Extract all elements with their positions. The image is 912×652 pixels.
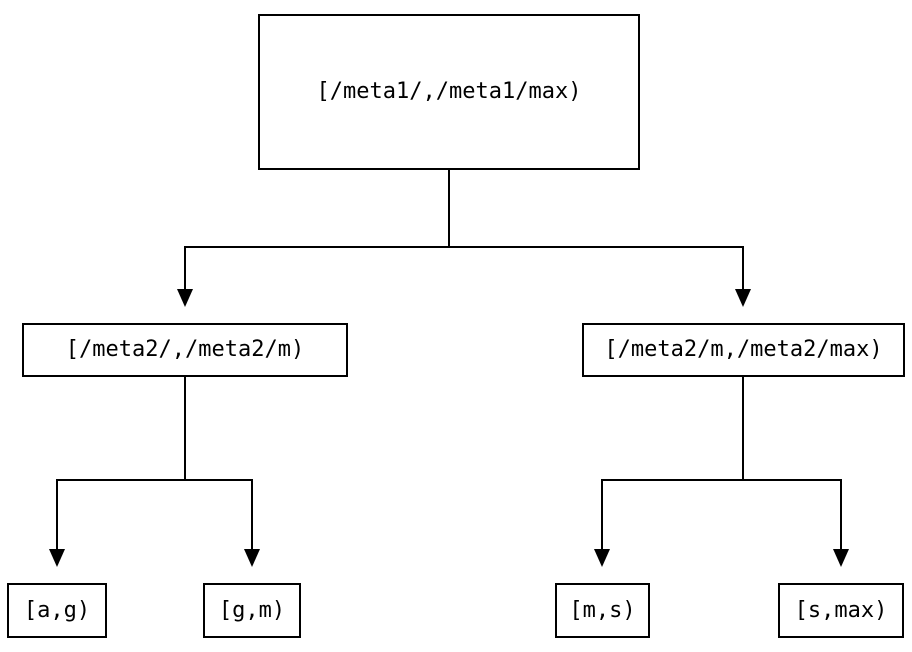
node-right: [/meta2/m,/meta2/max) — [582, 323, 905, 377]
node-right-label: [/meta2/m,/meta2/max) — [604, 337, 883, 362]
node-root-label: [/meta1/,/meta1/max) — [316, 79, 582, 104]
node-leaf-smax: [s,max) — [778, 583, 904, 638]
arrowhead-left-ag — [49, 549, 65, 567]
node-leaf-ag: [a,g) — [7, 583, 107, 638]
node-leaf-ms-label: [m,s) — [569, 597, 636, 623]
node-leaf-gm-label: [g,m) — [218, 597, 286, 623]
node-root: [/meta1/,/meta1/max) — [258, 14, 640, 170]
arrowhead-right-smax — [833, 549, 849, 567]
arrowhead-right-ms — [594, 549, 610, 567]
node-leaf-smax-label: [s,max) — [794, 597, 888, 623]
node-left: [/meta2/,/meta2/m) — [22, 323, 348, 377]
node-leaf-ag-label: [a,g) — [23, 597, 91, 623]
edge-right-branch — [601, 479, 842, 549]
arrowhead-left-gm — [244, 549, 260, 567]
edge-left-branch — [56, 479, 253, 549]
arrowhead-root-right — [735, 289, 751, 307]
arrowhead-root-left — [177, 289, 193, 307]
edge-root-branch — [184, 246, 744, 289]
node-left-label: [/meta2/,/meta2/m) — [65, 337, 305, 362]
node-leaf-ms: [m,s) — [555, 583, 650, 638]
node-leaf-gm: [g,m) — [203, 583, 301, 638]
